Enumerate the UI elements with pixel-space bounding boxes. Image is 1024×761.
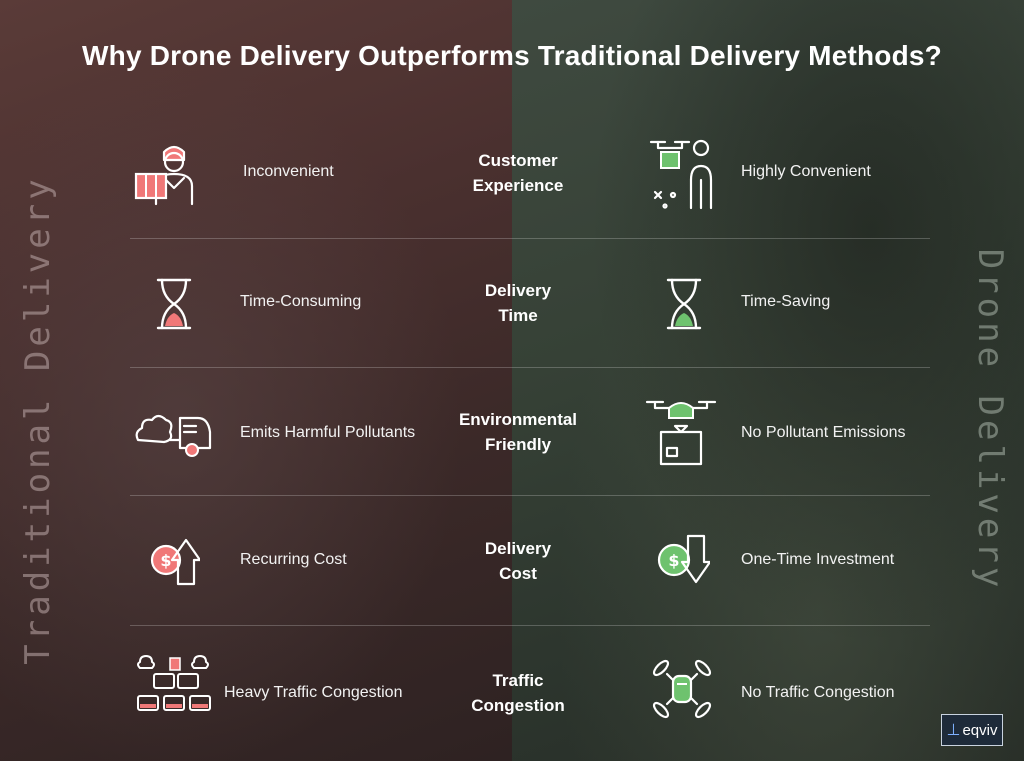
drone-package-icon	[645, 400, 717, 466]
drone-point: One-Time Investment	[741, 551, 895, 568]
criteria-line2: Cost	[499, 564, 537, 583]
criteria-label: Delivery Time	[440, 278, 596, 328]
criteria-line1: Customer	[478, 151, 558, 170]
traditional-point: Emits Harmful Pollutants	[240, 424, 416, 441]
traditional-point: Recurring Cost	[240, 551, 347, 568]
criteria-line2: Friendly	[484, 435, 552, 454]
page-title: Why Drone Delivery Outperforms Tradition…	[82, 40, 942, 71]
logo-text: eqviv	[962, 721, 998, 739]
traditional-background	[0, 0, 512, 761]
traditional-point: Inconvenient	[243, 163, 334, 180]
criteria-line2: Time	[498, 306, 538, 325]
criteria-line2: Congestion	[471, 696, 565, 715]
drone-point: No Pollutant Emissions	[741, 424, 906, 441]
criteria-label: Traffic Congestion	[440, 668, 596, 718]
row-divider	[130, 495, 930, 496]
drone-point: Time-Saving	[741, 293, 831, 310]
traditional-point: Heavy Traffic Congestion	[224, 684, 403, 701]
criteria-line1: Traffic	[492, 671, 544, 690]
traditional-point: Time-Consuming	[240, 293, 362, 310]
drone-point: Highly Convenient	[741, 163, 871, 180]
hourglass-icon	[666, 278, 702, 330]
side-label-traditional: Traditional Delivery	[18, 175, 58, 665]
criteria-line1: Delivery	[484, 539, 552, 558]
criteria-label: Environmental Friendly	[440, 407, 596, 457]
drone-point: No Traffic Congestion	[741, 684, 895, 701]
drone-delivery-person-icon	[649, 139, 713, 210]
delivery-person-icon	[134, 145, 194, 206]
polluting-truck-icon	[135, 414, 212, 457]
svg-text:$: $	[160, 551, 171, 570]
brand-logo: ⊥ eqviv	[941, 714, 1003, 746]
cost-up-icon: $	[150, 538, 200, 586]
cost-down-icon: $	[657, 534, 710, 584]
side-label-drone: Drone Delivery	[970, 248, 1010, 592]
row-divider	[130, 625, 930, 626]
row-divider	[130, 238, 930, 239]
criteria-line1: Environmental	[458, 410, 578, 429]
svg-text:$: $	[668, 551, 679, 570]
traffic-jam-icon	[137, 655, 211, 711]
drone-icon	[652, 659, 712, 719]
hourglass-icon	[156, 278, 192, 330]
drone-background	[512, 0, 1024, 761]
row-divider	[130, 367, 930, 368]
criteria-line2: Experience	[472, 176, 564, 195]
criteria-label: Customer Experience	[440, 148, 596, 198]
criteria-line1: Delivery	[484, 281, 552, 300]
logo-mark-icon: ⊥	[946, 722, 961, 739]
criteria-label: Delivery Cost	[440, 536, 596, 586]
